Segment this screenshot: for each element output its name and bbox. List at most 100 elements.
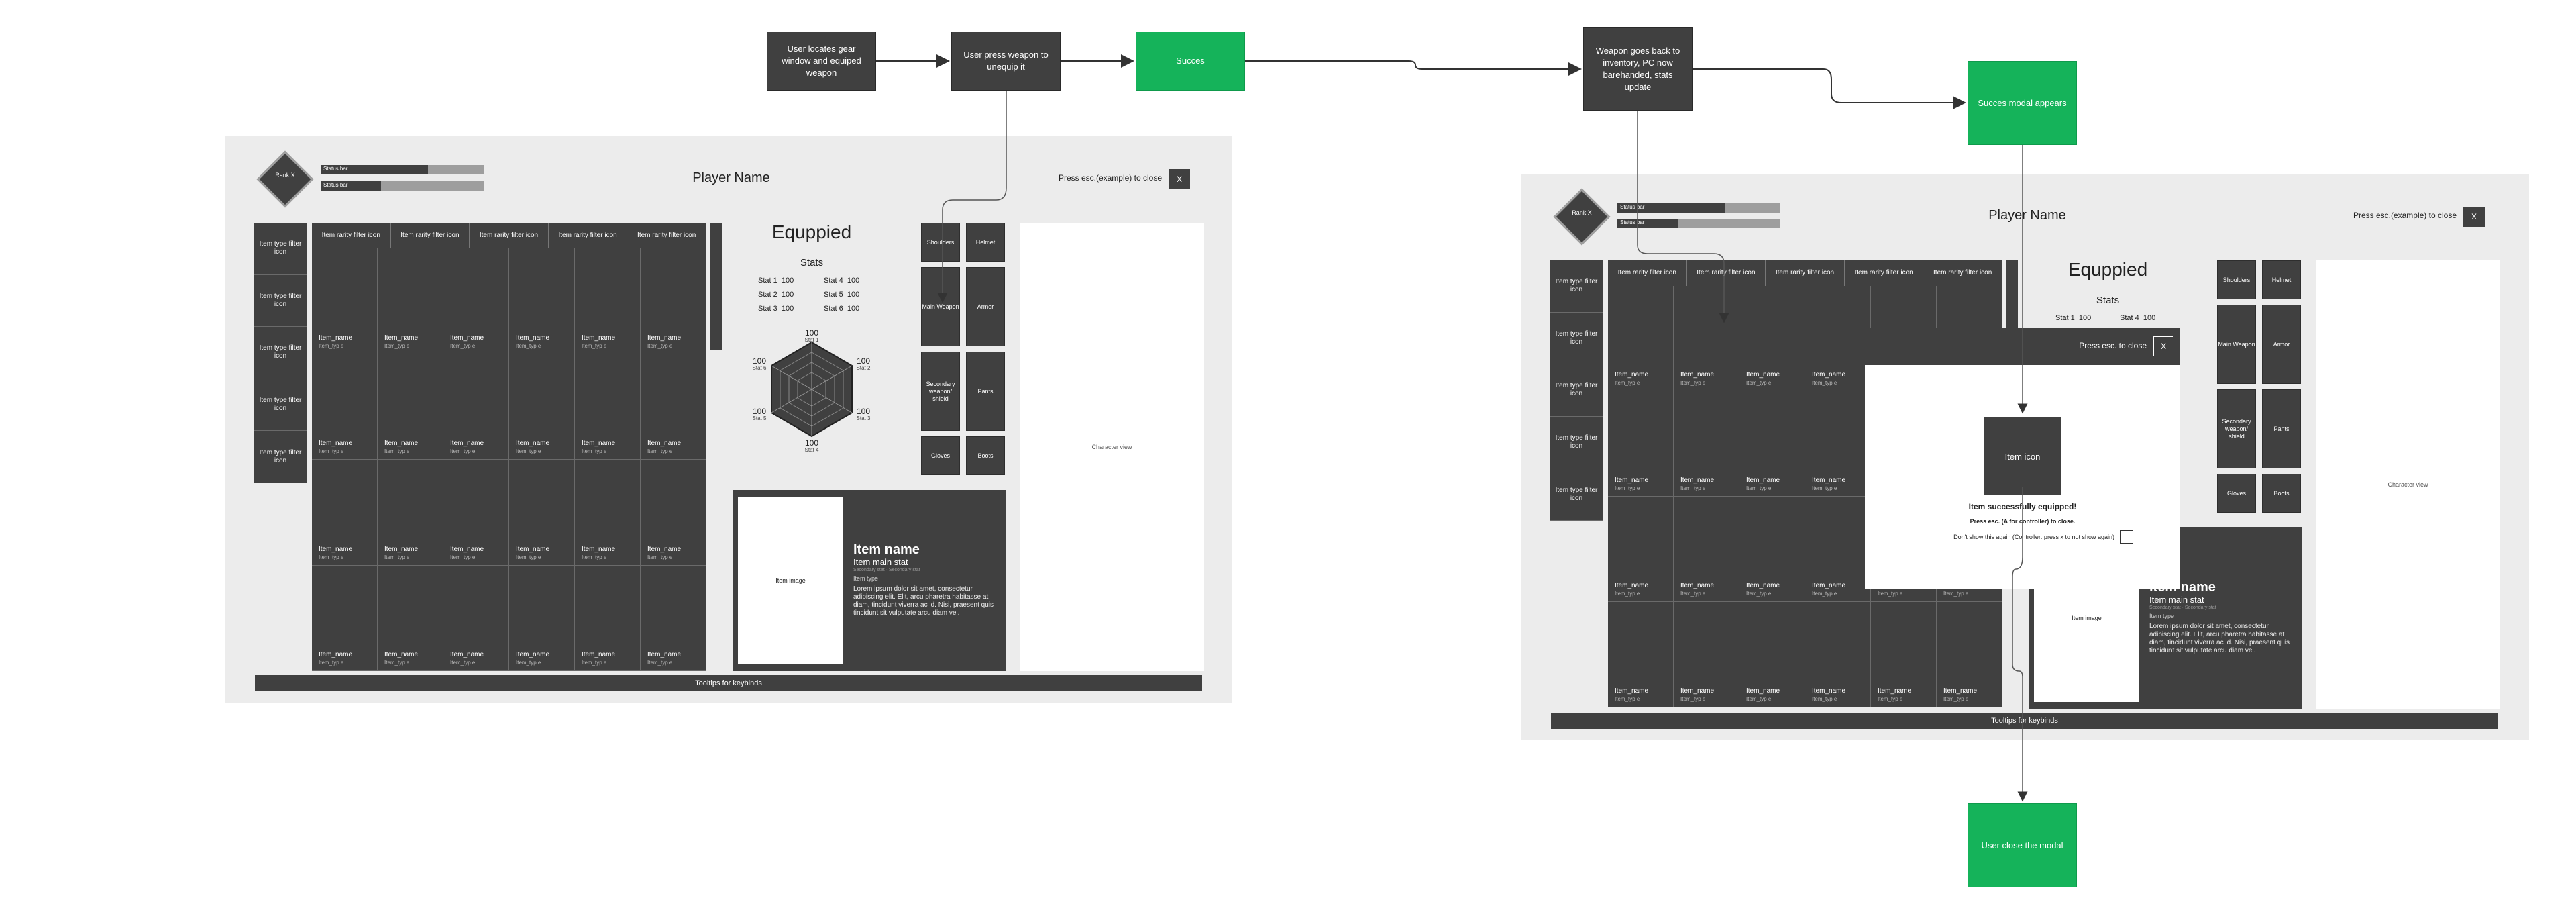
gear-slot-secondary-weapon[interactable]: Secondary weapon/ shield	[2217, 389, 2256, 468]
item-type-filter-icon[interactable]: Item type filter icon	[1550, 364, 1603, 417]
close-button[interactable]: X	[1169, 169, 1190, 189]
gear-slot-armor[interactable]: Armor	[2262, 305, 2301, 384]
stat-label: Stat 3	[758, 305, 777, 313]
rarity-filter-tab[interactable]: Item rarity filter icon	[627, 223, 706, 248]
item-type-filter-icon[interactable]: Item type filter icon	[254, 431, 307, 483]
inventory-item-type: Item_typ e	[319, 448, 344, 454]
inventory-item-type: Item_typ e	[1943, 696, 1969, 702]
item-type-filter-icon[interactable]: Item type filter icon	[254, 327, 307, 379]
equipped-title: Equppied	[771, 221, 852, 242]
radar-label: Stat 2	[857, 365, 871, 371]
gear-slot-pants[interactable]: Pants	[966, 352, 1005, 431]
inventory-item-name: Item_name	[1943, 687, 1978, 695]
rarity-filter-tab[interactable]: Item rarity filter icon	[312, 223, 391, 248]
rarity-filter-tab[interactable]: Item rarity filter icon	[1845, 260, 1924, 286]
radar-value: 100	[857, 407, 870, 416]
modal-close-button[interactable]: X	[2153, 336, 2174, 356]
stat-row-right: Stat 4 100	[2120, 314, 2180, 322]
inventory-item-type: Item_typ e	[450, 660, 476, 666]
gear-slot-armor[interactable]: Armor	[966, 267, 1005, 346]
item-type-filter-icon[interactable]: Item type filter icon	[254, 223, 307, 275]
rarity-filter-tab[interactable]: Item rarity filter icon	[1923, 260, 2002, 286]
inventory-item-name: Item_name	[1680, 476, 1715, 484]
gear-slot-gloves[interactable]: Gloves	[921, 436, 960, 475]
rarity-filter-tab[interactable]: Item rarity filter icon	[1687, 260, 1766, 286]
gear-slot-shoulders[interactable]: Shoulders	[2217, 260, 2256, 299]
gear-slot-secondary-weapon[interactable]: Secondary weapon/ shield	[921, 352, 960, 431]
inventory-item-type: Item_typ e	[384, 554, 410, 560]
rarity-filter-tab[interactable]: Item rarity filter icon	[549, 223, 628, 248]
gear-slot-pants[interactable]: Pants	[2262, 389, 2301, 468]
gear-slot-main-weapon[interactable]: Main Weapon	[2217, 305, 2256, 384]
stats-list-right: Stat 4 100 Stat 5 100 Stat 6 100	[824, 276, 884, 319]
item-type-filter-icon[interactable]: Item type filter icon	[1550, 468, 1603, 521]
gear-slot-main-weapon[interactable]: Main Weapon	[921, 267, 960, 346]
flow-step-inventory-update: Weapon goes back to inventory, PC now ba…	[1583, 27, 1693, 111]
item-type-filter-icon[interactable]: Item type filter icon	[1550, 417, 1603, 469]
item-type-filter-icon[interactable]: Item type filter icon	[254, 275, 307, 328]
gear-slot-boots[interactable]: Boots	[2262, 474, 2301, 513]
item-type-filter-icon[interactable]: Item type filter icon	[1550, 260, 1603, 313]
inventory-scrollbar[interactable]	[710, 223, 722, 350]
inventory-item-name: Item_name	[516, 334, 550, 342]
gear-slot-helmet[interactable]: Helmet	[966, 223, 1005, 262]
dont-show-checkbox[interactable]	[2120, 530, 2133, 544]
status-bar: Status bar	[321, 165, 484, 174]
gear-slot-boots[interactable]: Boots	[966, 436, 1005, 475]
inventory-item-name: Item_name	[582, 545, 616, 553]
item-type-filter-icon[interactable]: Item type filter icon	[254, 379, 307, 432]
rarity-filter-tab[interactable]: Item rarity filter icon	[1608, 260, 1687, 286]
close-button[interactable]: X	[2463, 207, 2485, 227]
item-type-filter-icon[interactable]: Item type filter icon	[1550, 313, 1603, 365]
inventory-item-name: Item_name	[1615, 582, 1649, 589]
stat-label: Stat 5	[824, 291, 843, 299]
gear-slot-gloves[interactable]: Gloves	[2217, 474, 2256, 513]
inventory-item-type: Item_typ e	[384, 448, 410, 454]
rarity-filter-tab[interactable]: Item rarity filter icon	[470, 223, 549, 248]
inventory-item-type: Item_typ e	[1878, 696, 1903, 702]
gear-slot-shoulders[interactable]: Shoulders	[921, 223, 960, 262]
gear-slot-helmet[interactable]: Helmet	[2262, 260, 2301, 299]
rarity-filter-tab[interactable]: Item rarity filter icon	[391, 223, 470, 248]
rarity-filter-tab[interactable]: Item rarity filter icon	[1766, 260, 1845, 286]
